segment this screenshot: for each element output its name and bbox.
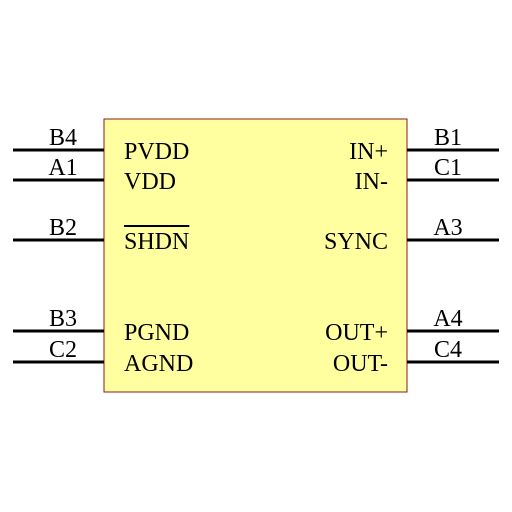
- pin-name-sync: SYNC: [324, 229, 388, 255]
- pin-number-b4: B4: [49, 125, 77, 151]
- pin-name-pgnd: PGND: [124, 320, 189, 346]
- pin-name-agnd: AGND: [124, 351, 193, 377]
- ic-body: [103, 118, 408, 393]
- pin-name-inminus: IN-: [355, 169, 388, 195]
- pin-number-b2: B2: [49, 215, 77, 241]
- pin-number-a1: A1: [48, 155, 77, 181]
- pin-name-outplus: OUT+: [325, 320, 388, 346]
- pin-number-b1: B1: [434, 125, 462, 151]
- pin-number-c2: C2: [49, 337, 77, 363]
- pin-name-shdn: SHDN: [124, 229, 189, 255]
- pin-name-inplus: IN+: [349, 139, 388, 165]
- pin-number-c4: C4: [434, 337, 462, 363]
- pin-number-a4: A4: [433, 306, 462, 332]
- pin-name-pvdd: PVDD: [124, 139, 189, 165]
- pin-number-b3: B3: [49, 306, 77, 332]
- pin-name-vdd: VDD: [124, 169, 176, 195]
- pin-number-a3: A3: [433, 215, 462, 241]
- pin-name-outminus: OUT-: [333, 351, 388, 377]
- pin-number-c1: C1: [434, 155, 462, 181]
